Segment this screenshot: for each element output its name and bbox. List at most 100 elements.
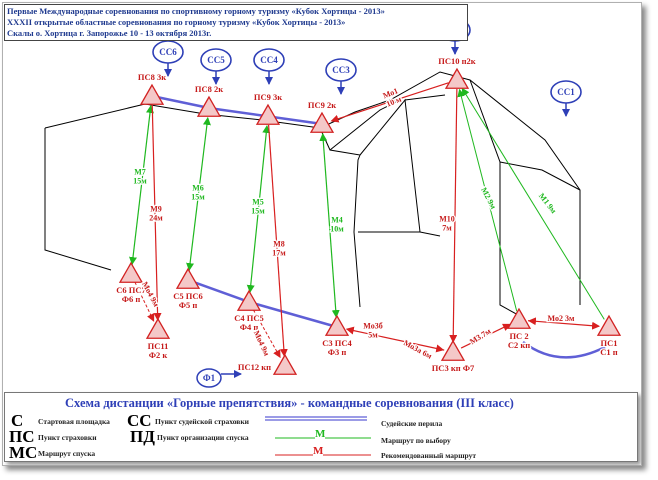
route-m1 <box>461 87 605 320</box>
node-triangle <box>440 339 466 361</box>
node-label: ПС11 <box>148 341 169 351</box>
header-line-2: XXXII открытые областные соревнования по… <box>7 17 346 27</box>
safety-point-label: СС6 <box>159 47 177 57</box>
segment-label-text: Мо4 9м <box>252 329 272 358</box>
segment-label-text: М5 <box>252 198 264 207</box>
node-triangle <box>309 111 335 133</box>
node-label-halo: Ф4 п <box>240 322 259 332</box>
legend: Схема дистанции «Горные препятствия» - к… <box>4 392 638 462</box>
node-label: ПС12 кп <box>238 362 271 372</box>
legend-text-belay: Пункт страховки <box>38 433 97 442</box>
safety-point-label: СС4 <box>260 55 278 65</box>
node-triangle <box>196 95 222 117</box>
segment-label-text: М3 7м <box>468 326 493 346</box>
safety-point-circle <box>550 80 582 104</box>
segment-label-halo: М5 <box>252 198 264 207</box>
node-label: С4 ПС5 <box>234 313 264 323</box>
segment-label-text: М6 <box>192 184 204 193</box>
segment-label-halo: М4 <box>331 216 343 225</box>
legend-abbr-descent-point: ПД <box>130 427 155 446</box>
f1-marker <box>196 368 222 388</box>
segment-label-text: М10 <box>439 215 455 224</box>
legend-text-choice: Маршрут по выбору <box>381 436 451 445</box>
safety-point-circle <box>200 48 232 72</box>
node-label-halo: Ф3 п <box>328 347 347 357</box>
route-m10 <box>449 88 458 344</box>
node-label: ПС 2 <box>509 331 528 341</box>
node-triangle <box>118 261 144 283</box>
node-label-halo: ПС8 2к <box>195 84 223 94</box>
segment-label-halo: Мо2 3м <box>548 314 575 323</box>
rope-c5-c4 <box>193 280 244 302</box>
node-label-halo: С5 ПС6 <box>173 291 203 301</box>
node-label: Ф3 п <box>328 347 347 357</box>
node-label-halo: С3 ПС4 <box>322 338 352 348</box>
safety-point-circle <box>253 48 285 72</box>
node-label: С2 кп <box>508 340 530 350</box>
segment-label-text: 24м <box>149 214 163 223</box>
node-label: С3 ПС4 <box>322 338 352 348</box>
segment-label-text: М7 <box>134 168 146 177</box>
node-label-halo: Ф2 к <box>149 350 168 360</box>
safety-point-circle <box>152 40 184 64</box>
node-label-halo: С4 ПС5 <box>234 313 264 323</box>
node-label: ПС10 п2к <box>438 56 476 66</box>
node-label-halo: ПС10 п2к <box>438 56 476 66</box>
node-label-halo: ПС 2 <box>509 331 528 341</box>
rope-c4-c3 <box>254 302 332 327</box>
safety-point-сс5: СС5 <box>200 48 232 85</box>
segment-label-text: М4 <box>331 216 343 225</box>
node-triangle <box>272 353 298 375</box>
segment-label-halo: 5м <box>368 331 378 340</box>
node-triangle <box>175 267 201 289</box>
legend-abbr-judge-safety: СС <box>127 411 152 430</box>
node-triangle <box>444 67 470 89</box>
node-label: С5 ПС6 <box>173 291 203 301</box>
route-m4-up <box>319 132 337 319</box>
node-label-halo: С6 ПС7 <box>116 285 146 295</box>
node-label: ПС8 2к <box>195 84 223 94</box>
segment-label-halo: М9 <box>150 205 162 214</box>
node-triangle <box>236 289 262 311</box>
diagram-frame <box>2 2 642 466</box>
node-label-halo: С1 п <box>600 347 618 357</box>
segment-label-text: 15м <box>133 177 147 186</box>
legend-abbr-belay: ПС <box>9 427 35 446</box>
route-m7-up <box>131 104 154 266</box>
route-m2 <box>457 88 518 312</box>
route-mo4-left <box>134 281 155 322</box>
route-mo3a <box>345 326 445 351</box>
segment-label-halo: М8 <box>273 240 285 249</box>
segment-label-text: М2 9м <box>479 186 498 211</box>
node-label: ПС1 <box>601 338 618 348</box>
node-label-halo: ПС3 кп Ф7 <box>432 363 475 373</box>
segment-label-text: 5м <box>368 331 378 340</box>
node-label: ПС9 2к <box>308 100 336 110</box>
node-label: С6 ПС7 <box>116 285 146 295</box>
legend-abbr-start: С <box>11 411 24 430</box>
node-label-halo: Ф6 п <box>122 294 141 304</box>
segment-label-text: Мо3а 6м <box>402 338 434 361</box>
node-label: ПС9 3к <box>254 92 282 102</box>
node-triangle <box>145 317 171 339</box>
segment-label-text: Мо2 3м <box>548 314 575 323</box>
segment-label-halo: М10 <box>439 215 455 224</box>
route-m5-up <box>249 124 271 294</box>
segment-label-halo: Мо3б <box>363 322 382 331</box>
route-mo1 <box>330 82 449 123</box>
legend-text-start: Стартовая площадка <box>38 417 110 426</box>
segment-label-text: 7м <box>442 224 452 233</box>
route-m3 <box>460 323 511 349</box>
node-label-halo: ПС8 3к <box>138 72 166 82</box>
